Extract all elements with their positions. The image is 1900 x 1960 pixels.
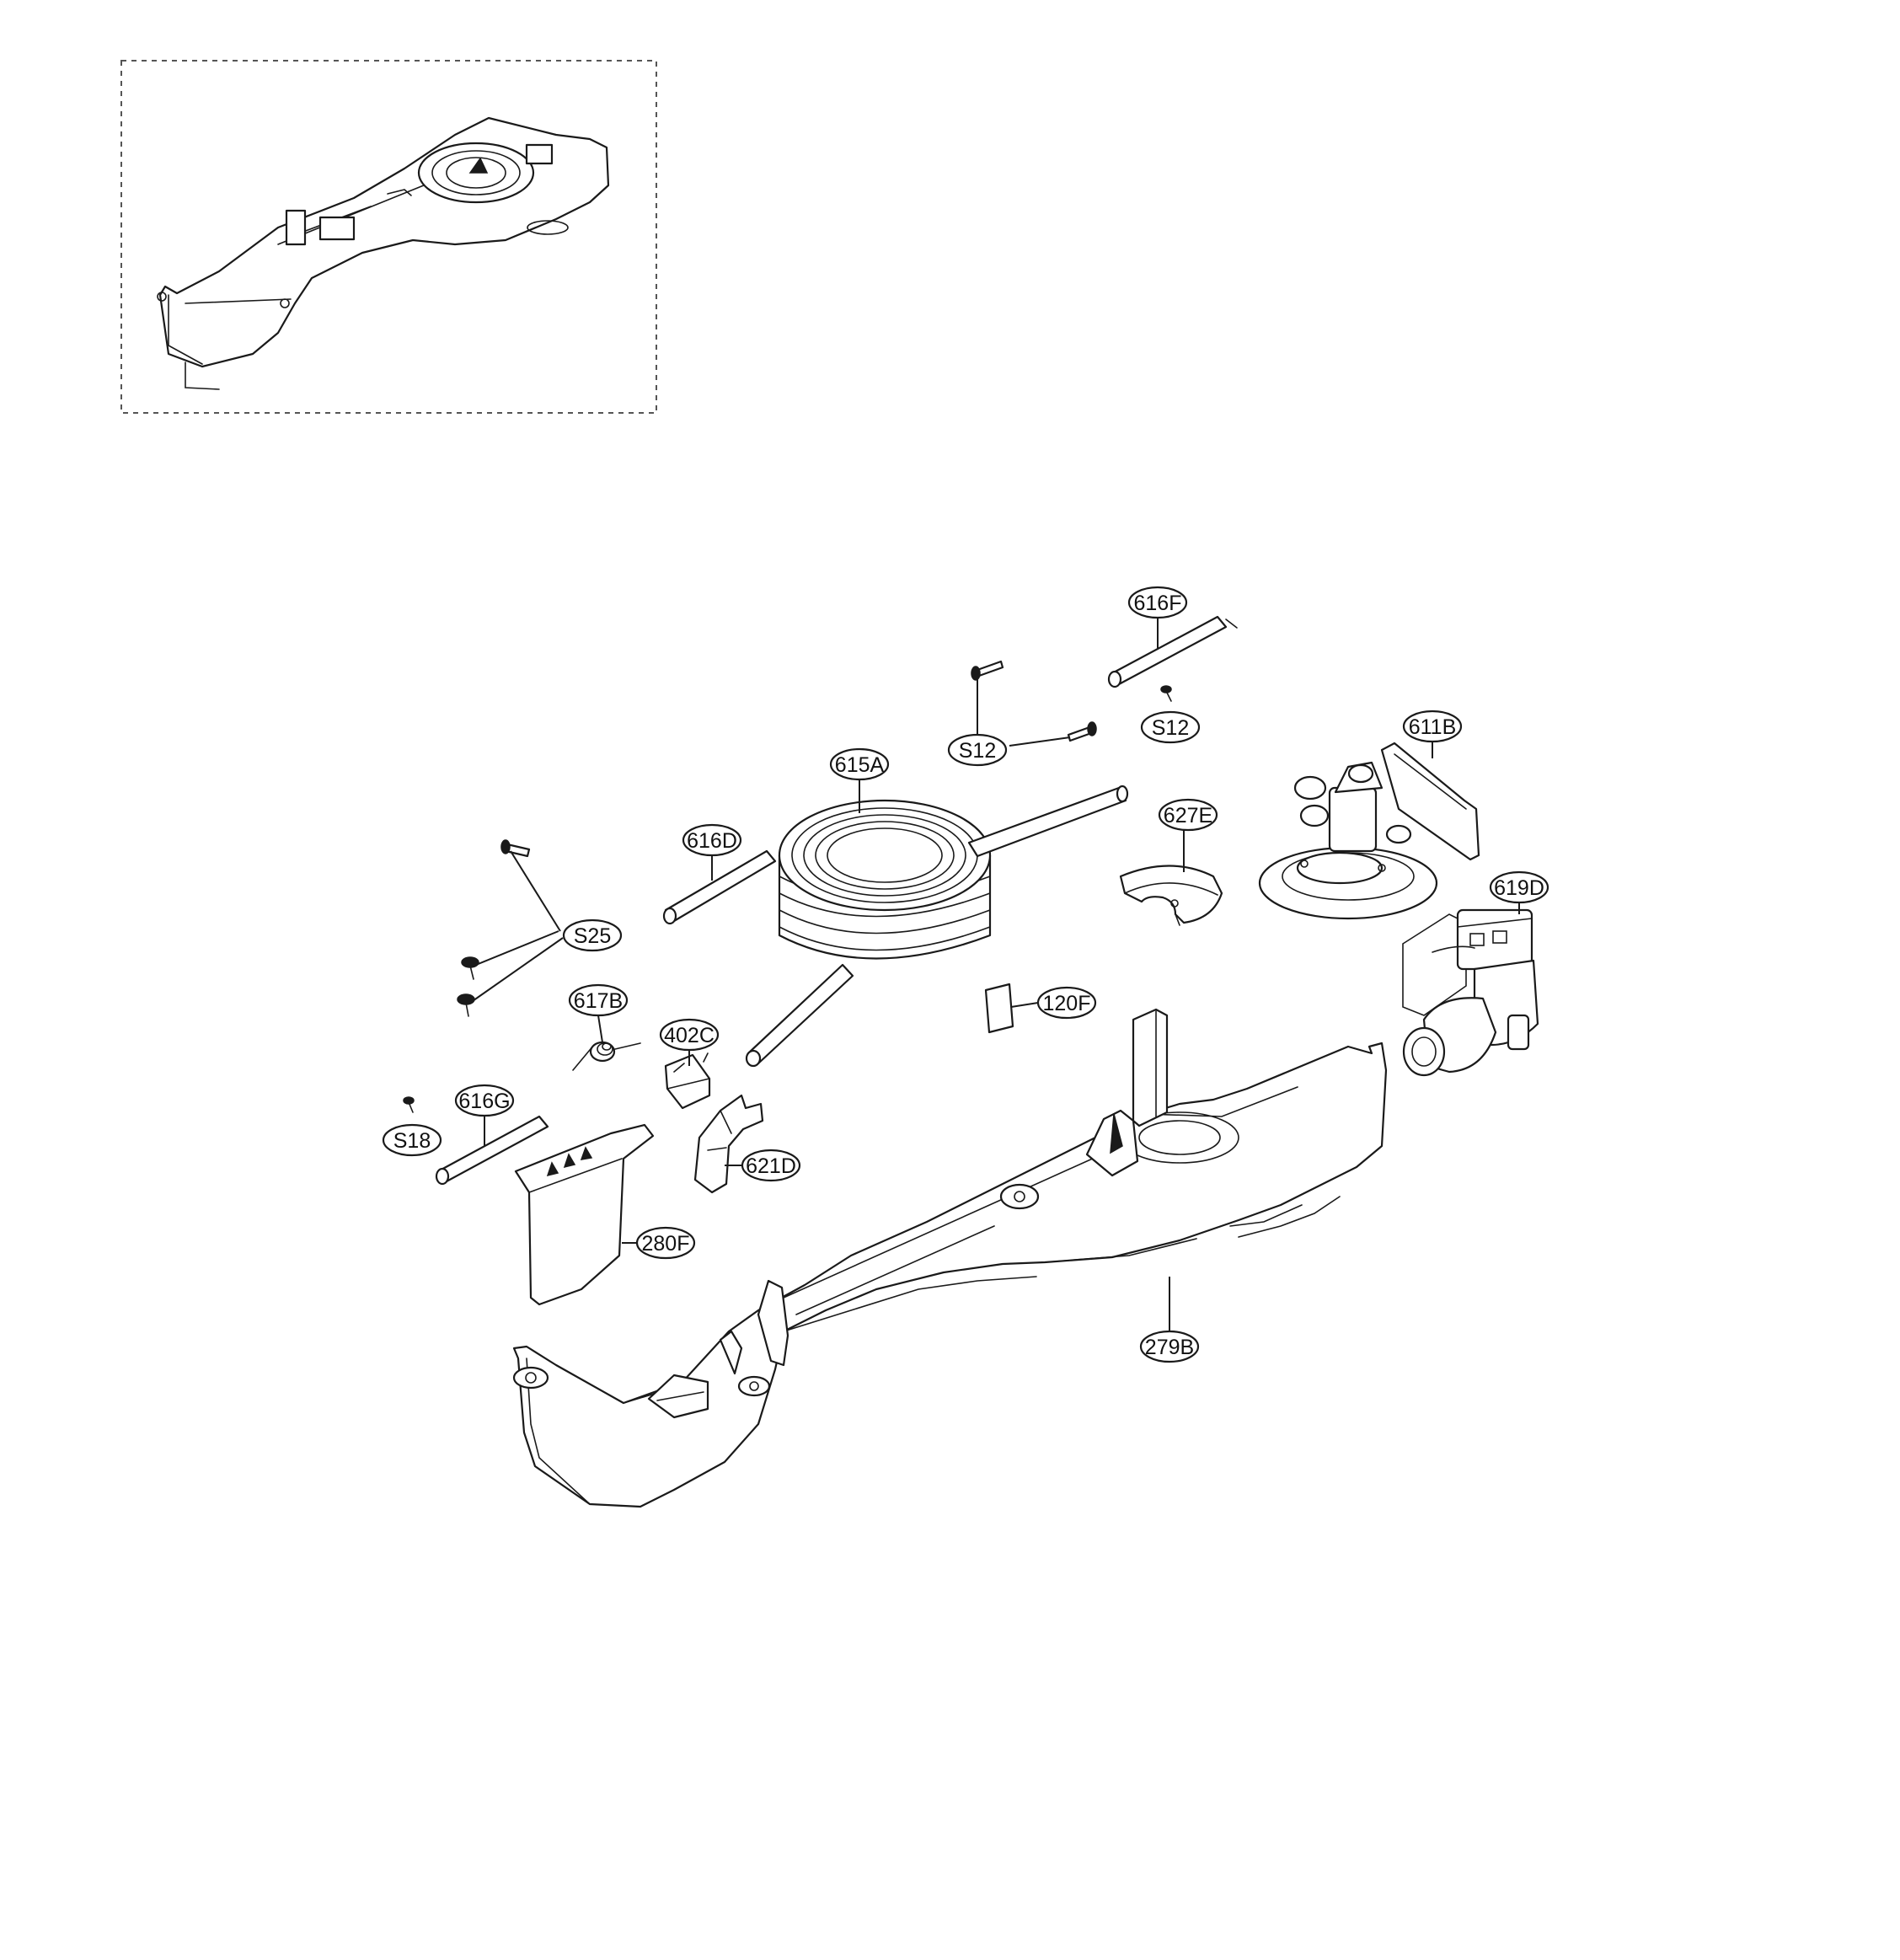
callout-616D: 616D [682,823,742,857]
callout-label: 279B [1145,1336,1194,1359]
callout-615A: 615A [829,747,890,781]
screw-S12-c [1160,685,1172,702]
callout-label: S25 [574,924,611,948]
callout-280F: 280F [635,1226,696,1260]
callout-120F: 120F [1036,986,1097,1020]
callout-619D: 619D [1489,870,1549,904]
callout-402C: 402C [659,1018,720,1052]
screw-S12-a [971,660,1004,681]
part-619D-water-valve [1402,908,1539,1077]
callout-label: 280F [642,1232,690,1256]
callout-S12a: S12 [947,733,1008,767]
part-279B-housing [512,1008,1388,1508]
callout-label: 120F [1043,992,1091,1015]
part-616D-tube [662,849,777,925]
callout-611B: 611B [1402,710,1463,743]
screw-S25-a [500,839,531,858]
part-616F-tube [1107,615,1238,688]
callout-label: 611B [1409,715,1457,739]
part-120F-label [984,983,1014,1034]
callout-label: 402C [664,1024,715,1047]
part-402C-switch [664,1052,711,1110]
callout-label: 615A [835,753,885,777]
assembly-inset [120,60,657,414]
leader-lines [469,617,1520,1331]
callout-279B: 279B [1139,1330,1200,1363]
callout-label: S18 [393,1129,431,1153]
callout-label: 616F [1134,592,1182,615]
callout-label: S12 [959,739,996,763]
part-621D-actuator [693,1094,764,1194]
callout-616G: 616G [454,1084,515,1117]
part-280F-door [514,1123,655,1306]
screw-S12-b [1067,721,1097,742]
part-611B-motor [1258,742,1480,920]
screw-S18 [403,1096,415,1113]
callout-616F: 616F [1127,586,1188,619]
callout-617B: 617B [568,983,629,1017]
screw-S25-c [457,993,475,1017]
callout-label: 619D [1494,876,1544,900]
callout-label: 616D [687,829,737,853]
callout-label: 621D [746,1154,796,1178]
part-617B-spring [572,1041,641,1071]
part-615A-water-tube [745,785,1129,1068]
callout-S12b: S12 [1140,710,1201,744]
callout-label: S12 [1152,716,1189,740]
callout-label: 627E [1164,804,1212,827]
part-616G-tube [435,1115,549,1186]
callout-S25: S25 [562,918,623,952]
callout-label: 617B [574,989,623,1013]
callout-621D: 621D [741,1149,801,1182]
callout-S18: S18 [382,1123,442,1157]
inset-frame [120,60,657,414]
callout-label: 616G [458,1090,510,1113]
screw-S25-b [461,956,479,980]
assembly-thumbnail-icon [157,116,610,390]
callout-627E: 627E [1158,798,1218,832]
part-627E-bracket [1119,865,1223,926]
